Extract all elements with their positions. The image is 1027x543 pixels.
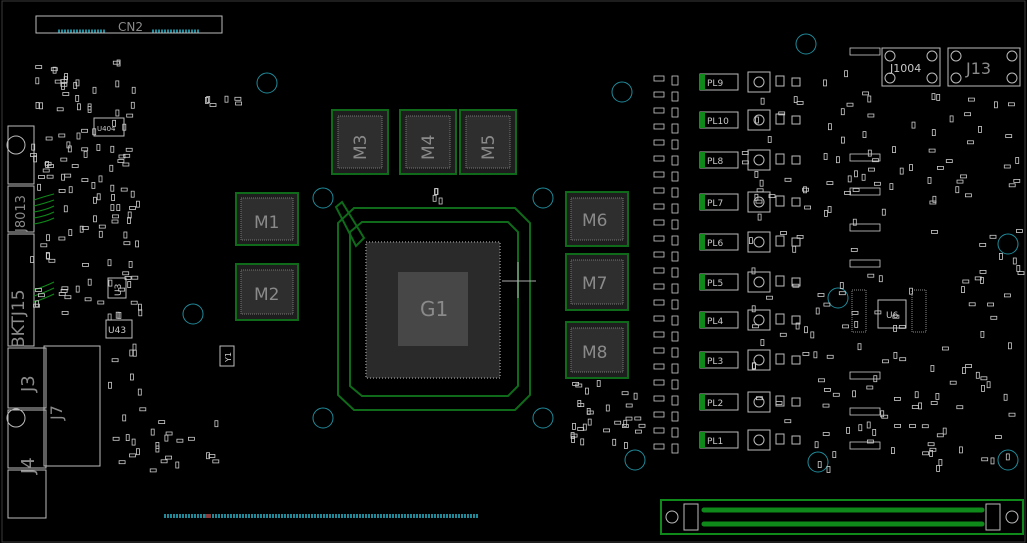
u6-label: U6 [886, 311, 899, 321]
inductor-pl7: PL7 [699, 191, 801, 213]
j4-label: J4 [18, 457, 39, 475]
bktj15-label: BKTJ15 [9, 289, 29, 348]
m7-label: M7 [582, 274, 607, 294]
inductor-pl10: PL10 [699, 109, 801, 131]
ic-u43: U43 [105, 319, 133, 339]
inductor-pl9: PL9 [699, 71, 801, 93]
inductor-label: PL3 [707, 357, 723, 367]
m8-label: M8 [582, 343, 607, 363]
m1-label: M1 [254, 213, 279, 233]
m3-label: M3 [351, 135, 371, 160]
memory-m8: M8 [565, 321, 629, 379]
inductor-label: PL8 [707, 157, 723, 167]
memory-m2: M2 [235, 263, 299, 321]
inductor-label: PL1 [707, 437, 723, 447]
pcie-edge-connector [164, 514, 478, 518]
j1004-label: J1004 [889, 62, 921, 75]
cn2-connector: CN2 [35, 15, 223, 34]
connector-traces [33, 193, 55, 303]
memory-m7: M7 [565, 253, 629, 311]
m4-label: M4 [419, 135, 439, 160]
j13-label: J13 [965, 59, 991, 78]
gpu-package [334, 200, 531, 411]
inductor-label: PL6 [707, 239, 723, 249]
inductor-label: PL2 [707, 399, 723, 409]
j7-label: J7 [47, 405, 66, 421]
j8013-label: J8013 [14, 195, 29, 233]
u43-label: U43 [108, 326, 126, 336]
ic-u6: U6 [851, 289, 927, 333]
inductor-label: PL4 [707, 317, 723, 327]
j3-label: J3 [18, 375, 39, 393]
inductor-pl5: PL5 [699, 271, 801, 293]
inductor-pl6: PL6 [699, 231, 801, 253]
inductor-pl3: PL3 [699, 349, 801, 371]
gpu-label: G1 [420, 297, 448, 321]
u404-label: U404 [97, 125, 116, 133]
inductor-label: PL9 [707, 79, 723, 89]
gpu-ball-grid [365, 241, 501, 379]
m5-label: M5 [479, 135, 499, 160]
inductor-pl1: PL1 [699, 429, 801, 451]
memory-m5: M5 [459, 109, 517, 175]
mounting-holes [182, 33, 1019, 473]
inductor-label: PL10 [707, 117, 729, 127]
bracket-connectors [6, 125, 101, 519]
memory-m4: M4 [399, 109, 457, 175]
inductor-label: PL5 [707, 279, 723, 289]
connector-j13: J13 [947, 47, 1021, 87]
m2-label: M2 [254, 285, 279, 305]
connector-j1004: J1004 [881, 47, 941, 87]
crystal-y1: Y1 [219, 345, 235, 367]
inductor-label: PL7 [707, 199, 723, 209]
inductor-pl4: PL4 [699, 309, 801, 331]
memory-m3: M3 [331, 109, 389, 175]
y1-label: Y1 [224, 352, 233, 363]
inductor-pl8: PL8 [699, 149, 801, 171]
ic-u404: U404 [93, 117, 125, 137]
passive-components [30, 47, 1025, 473]
memory-m1: M1 [235, 192, 299, 246]
m6-label: M6 [582, 211, 607, 231]
inductor-pl2: PL2 [699, 391, 801, 413]
power-connector [660, 499, 1024, 535]
memory-m6: M6 [565, 191, 629, 247]
cn2-label: CN2 [118, 20, 143, 34]
